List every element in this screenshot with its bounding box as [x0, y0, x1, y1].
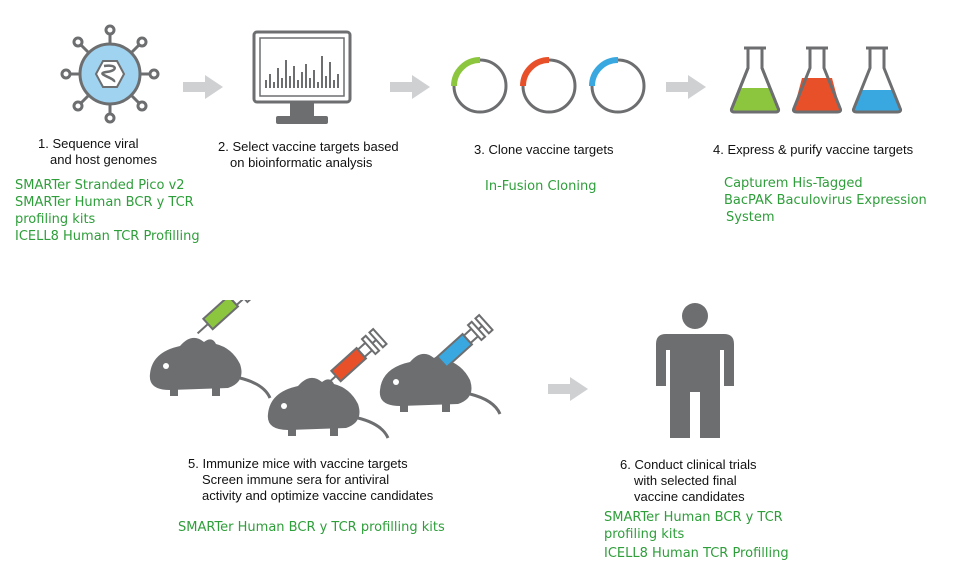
step-5-title: 5. Immunize mice with vaccine targets Sc… [188, 456, 434, 503]
mouse-syringe-icon [148, 300, 502, 440]
step-2-title: 2. Select vaccine targets based on bioin… [218, 139, 399, 170]
product-link[interactable]: System [726, 210, 775, 225]
product-link[interactable]: SMARTer Human BCR y TCR [604, 510, 783, 525]
flask-icon [729, 46, 903, 114]
product-link[interactable]: ICELL8 Human TCR Profilling [15, 229, 200, 244]
monitor-chart-icon [252, 30, 352, 124]
syringe-icon [430, 313, 494, 373]
product-link[interactable]: ICELL8 Human TCR Profilling [604, 546, 789, 561]
product-link[interactable]: SMARTer Human BCR y TCR [15, 195, 194, 210]
product-link[interactable]: profiling kits [15, 212, 96, 227]
person-icon [656, 303, 734, 438]
product-link[interactable]: Capturem His-Tagged [724, 176, 863, 191]
plasmid-icon [451, 57, 646, 114]
step-3-products: In-Fusion Cloning [485, 178, 596, 195]
product-link[interactable]: SMARTer Stranded Pico v2 [15, 178, 185, 193]
product-link[interactable]: BacPAK Baculovirus Expression [724, 193, 927, 208]
flow-arrow-5-6 [548, 377, 588, 401]
step-4-title: 4. Express & purify vaccine targets [713, 142, 914, 157]
product-link[interactable]: SMARTer Human BCR y TCR profilling kits [178, 520, 445, 535]
step-3-title: 3. Clone vaccine targets [474, 142, 614, 157]
flow-arrow-1-2 [183, 75, 223, 99]
step-1-title: 1. Sequence viral and host genomes [38, 136, 157, 167]
step-1-products: SMARTer Stranded Pico v2 SMARTer Human B… [15, 177, 200, 245]
product-link[interactable]: In-Fusion Cloning [485, 179, 597, 194]
syringe-icon [196, 300, 253, 335]
syringe-icon [324, 327, 388, 387]
step-6-products: SMARTer Human BCR y TCR profiling kits I… [604, 509, 789, 562]
virus-icon [60, 24, 160, 124]
step-5-products: SMARTer Human BCR y TCR profilling kits [178, 519, 445, 536]
flow-arrow-2-3 [390, 75, 430, 99]
step-6-title: 6. Conduct clinical trials with selected… [620, 457, 757, 504]
product-link[interactable]: profiling kits [604, 527, 685, 542]
step-4-products: Capturem His-Tagged BacPAK Baculovirus E… [724, 175, 927, 226]
flow-arrow-3-4 [666, 75, 706, 99]
